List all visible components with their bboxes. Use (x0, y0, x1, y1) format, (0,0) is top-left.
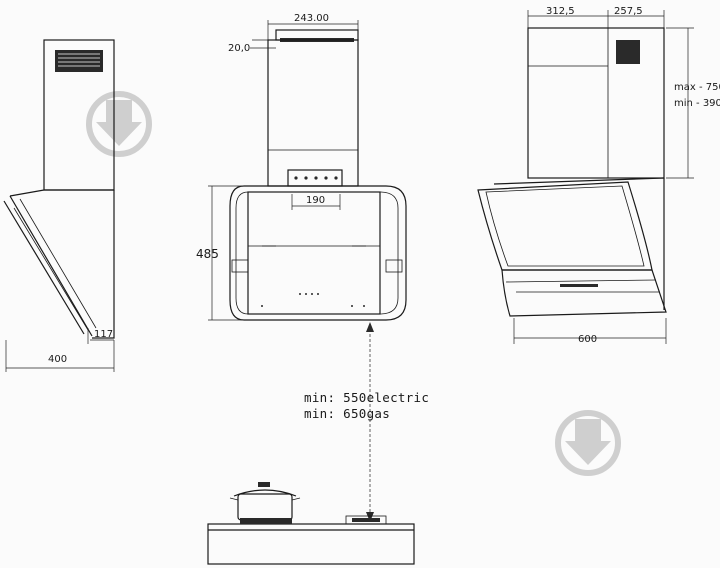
right-width-label: 600 (578, 334, 597, 345)
download-arrow-icon (86, 91, 152, 157)
front-panel-width-label: 190 (306, 195, 325, 206)
clearance-electric-label: min: 550electric (304, 390, 429, 405)
front-top-width-label: 243.00 (294, 13, 329, 24)
front-hood-body (229, 185, 407, 321)
right-chimney (527, 27, 665, 179)
front-chimney (267, 39, 359, 187)
clearance-gas-label: min: 650gas (304, 406, 390, 421)
front-top-offset-label: 20,0 (228, 43, 250, 54)
download-arrow-icon (555, 410, 621, 476)
side-view: 400 117 (3, 39, 115, 372)
side-offset-label: 117 (94, 329, 113, 340)
pot-icon (229, 482, 301, 524)
right-glass-panel (477, 181, 653, 271)
burner-icon (345, 515, 387, 525)
right-max-height-label: max - 750 (674, 82, 720, 93)
right-chimney-left-label: 312,5 (546, 6, 575, 17)
vent-grille (55, 50, 103, 72)
cooktop (207, 523, 415, 565)
right-min-height-label: min - 390 (674, 98, 720, 109)
front-height-label: 485 (196, 247, 219, 261)
right-chimney-right-label: 257,5 (614, 6, 643, 17)
right-view: 312,5 257,5 max - 750 min - 390 600 (477, 6, 720, 345)
vent-grille (616, 40, 640, 64)
clearance-section: min: 550electric min: 650gas (207, 322, 429, 565)
side-depth-label: 400 (48, 354, 67, 365)
front-view: 243.00 20,0 190 (196, 13, 407, 321)
